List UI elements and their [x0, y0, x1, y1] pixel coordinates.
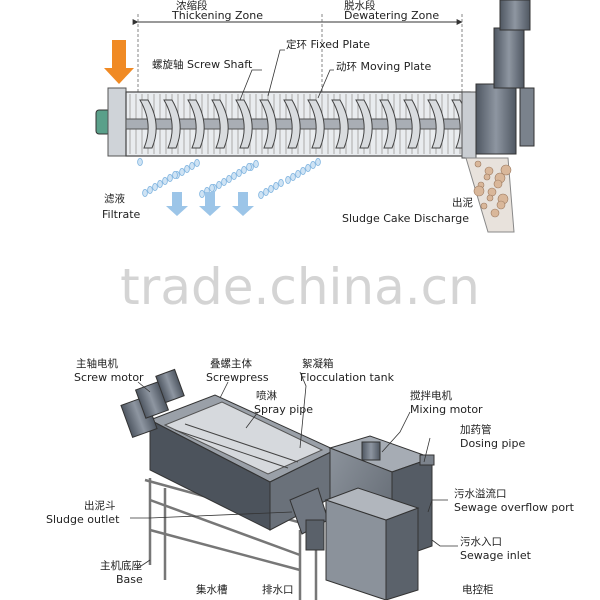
screw-motor-label: Screw motor — [74, 371, 144, 384]
base-label: Base — [116, 573, 143, 586]
screw-motor-cn: 主轴电机 — [76, 358, 118, 371]
screwpress-cn: 叠螺主体 — [210, 358, 252, 371]
control-cabinet-cn: 电控柜 — [462, 584, 494, 597]
watermark: trade.china.cn — [0, 258, 600, 316]
base-cn: 主机底座 — [100, 560, 142, 573]
fixed-plate-label: 定环 Fixed Plate — [286, 38, 370, 52]
screw-press-body — [96, 88, 476, 158]
cake-chute — [466, 158, 514, 232]
filtrate-arrows — [166, 192, 254, 216]
inlet-arrow-icon — [104, 40, 134, 84]
overflow-port-label: Sewage overflow port — [454, 501, 574, 514]
spray-pipe-cn: 喷淋 — [256, 390, 277, 403]
cake-discharge-cn: 出泥 — [452, 197, 473, 210]
zone-dimension-line — [138, 14, 462, 92]
filtrate-cn: 滤液 — [104, 193, 125, 206]
control-cabinet — [326, 488, 418, 600]
dewatering-zone-label: Dewatering Zone — [344, 9, 439, 22]
thickening-zone-label: Thickening Zone — [172, 9, 263, 22]
cake-discharge-label: Sludge Cake Discharge — [342, 212, 469, 225]
collection-tank-cn: 集水槽 — [196, 584, 228, 597]
dosing-pipe-cn: 加药管 — [460, 424, 492, 437]
spray-pipe-label: Spray pipe — [254, 403, 313, 416]
filtrate-label: Filtrate — [102, 208, 140, 221]
drain-port-cn: 排水口 — [262, 584, 294, 597]
filtrate-drops — [138, 158, 321, 198]
dosing-pipe-label: Dosing pipe — [460, 437, 525, 450]
sludge-outlet-cn: 出泥斗 — [84, 500, 116, 513]
overflow-port-cn: 污水溢流口 — [454, 488, 507, 501]
sludge-outlet-label: Sludge outlet — [46, 513, 119, 526]
screw-shaft-label: 螺旋轴 Screw Shaft — [152, 58, 252, 72]
flocculation-cn: 絮凝箱 — [302, 358, 334, 371]
drive-motor-icon — [476, 0, 534, 154]
flocculation-label: Flocculation tank — [300, 371, 394, 384]
sewage-inlet-label: Sewage inlet — [460, 549, 531, 562]
sewage-inlet-cn: 污水入口 — [460, 536, 502, 549]
screwpress-label: Screwpress — [206, 371, 269, 384]
mixing-motor-label: Mixing motor — [410, 403, 483, 416]
moving-plate-label: 动环 Moving Plate — [336, 60, 431, 74]
mixing-motor-cn: 搅拌电机 — [410, 390, 452, 403]
